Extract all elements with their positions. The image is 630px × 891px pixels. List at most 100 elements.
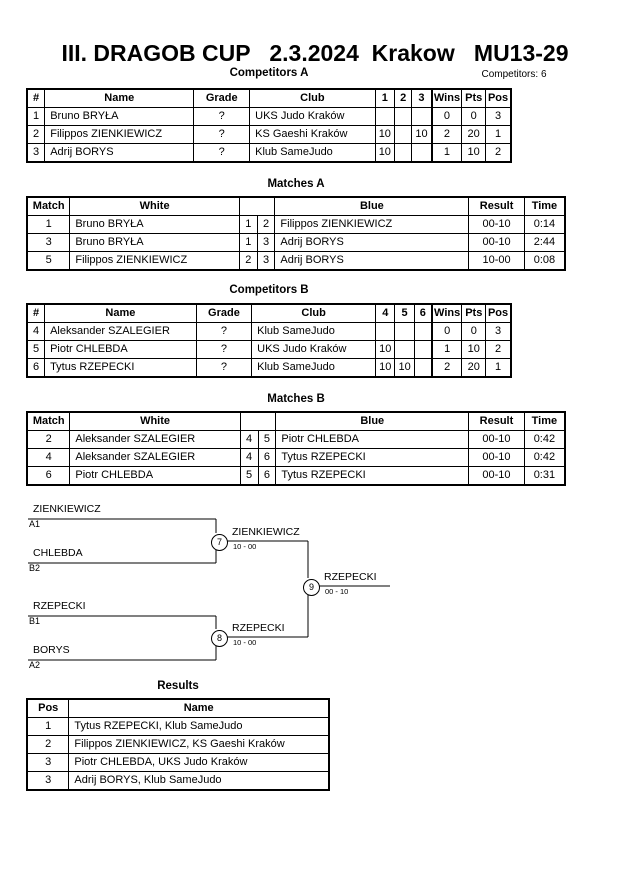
cell-pos: 2 [26,735,70,754]
cell-pts: 0 [461,107,487,126]
col-blue-num [258,412,276,431]
cell-pts: 10 [461,340,487,359]
page-title: III. DRAGOB CUP 2.3.2024 Krakow MU13-29 [61,40,569,66]
cell-match: 2 [26,430,71,449]
cell-pos: 3 [485,322,512,341]
cell-pos: 1 [485,358,512,378]
cell-pos: 3 [485,107,512,126]
section-heading-matches-a: Matches A [267,178,325,190]
cell-time: 2:44 [523,233,566,252]
bracket-entrant-name-0: ZIENKIEWICZ [33,503,101,515]
cell-pts: 20 [461,358,487,378]
competitors-count: Competitors: 6 [481,69,547,80]
cell-white: Filippos ZIENKIEWICZ [69,251,240,271]
col-match: Match [26,196,71,216]
col-wins: Wins [430,303,463,323]
cell-num: 6 [26,358,46,378]
cell-blue: Tytus RZEPECKI [275,448,470,467]
cell-white: Aleksander SZALEGIER [69,430,241,449]
cell-pts: 10 [461,143,487,163]
table-header-row: Match White Blue Result Time [26,196,566,216]
bracket-node-9[interactable]: 9 [303,579,320,596]
cell-name: Piotr CHLEBDA [44,340,197,359]
col-grade: Grade [193,88,251,108]
cell-white-num: 4 [239,448,259,467]
cell-pos: 3 [26,771,70,791]
section-heading-matches-b: Matches B [267,393,325,405]
cell-blue-num: 5 [257,430,277,449]
cell-grade: ? [195,322,253,341]
col-white-num [240,412,258,431]
cell-match: 1 [26,215,71,234]
col-name: Name [68,698,330,718]
cell-result: 00-10 [468,233,525,252]
cell-score-2 [411,107,433,126]
cell-time: 0:14 [523,215,566,234]
col-pos: Pos [26,698,70,718]
cell-club: UKS Judo Kraków [251,340,377,359]
col-pts: Pts [461,88,487,108]
col-num: # [26,303,46,323]
cell-name: Tytus RZEPECKI, Klub SameJudo [68,717,330,736]
bracket-entrant-seed-2: B1 [29,616,41,626]
cell-club: UKS Judo Kraków [249,107,376,126]
bracket-entrant-seed-1: B2 [29,563,41,573]
bracket-score-9: 00 - 10 [325,587,349,596]
cell-pts: 0 [461,322,487,341]
cell-score-0: 10 [374,125,396,144]
cell-wins: 2 [430,125,463,144]
cell-white-num: 4 [239,430,259,449]
bracket-winner-8: RZEPECKI [232,622,285,634]
col-round-6: 6 [413,303,433,323]
col-round-5: 5 [394,303,415,323]
cell-time: 0:31 [523,466,566,486]
cell-grade: ? [193,143,251,163]
cell-pos: 1 [485,125,512,144]
cell-match: 6 [26,466,71,486]
bracket-score-8: 10 - 00 [233,638,257,647]
bracket-entrant-seed-3: A2 [29,660,41,670]
cell-club: Klub SameJudo [251,322,377,341]
cell-pts: 20 [461,125,487,144]
cell-pos: 2 [485,340,512,359]
bracket-node-8[interactable]: 8 [211,630,228,647]
cell-blue-num: 6 [257,466,277,486]
col-white: White [69,196,240,216]
cell-score-2 [413,322,433,341]
cell-name: Filippos ZIENKIEWICZ [44,125,195,144]
cell-white: Piotr CHLEBDA [69,466,241,486]
cell-score-1 [394,143,413,163]
cell-num: 3 [26,143,46,163]
cell-name: Adrij BORYS [44,143,195,163]
cell-name: Tytus RZEPECKI [44,358,197,378]
col-pts: Pts [461,303,487,323]
bracket-node-7[interactable]: 7 [211,534,228,551]
col-round-3: 3 [411,88,433,108]
cell-score-1 [394,340,415,359]
cell-result: 00-10 [468,430,525,449]
cell-score-0 [374,107,396,126]
cell-num: 2 [26,125,46,144]
col-pos: Pos [485,88,512,108]
cell-blue-num: 2 [256,215,276,234]
col-white-num [239,197,257,216]
col-round-1: 1 [374,88,396,108]
col-white: White [69,411,241,431]
cell-grade: ? [193,125,251,144]
cell-pos: 3 [26,753,70,772]
